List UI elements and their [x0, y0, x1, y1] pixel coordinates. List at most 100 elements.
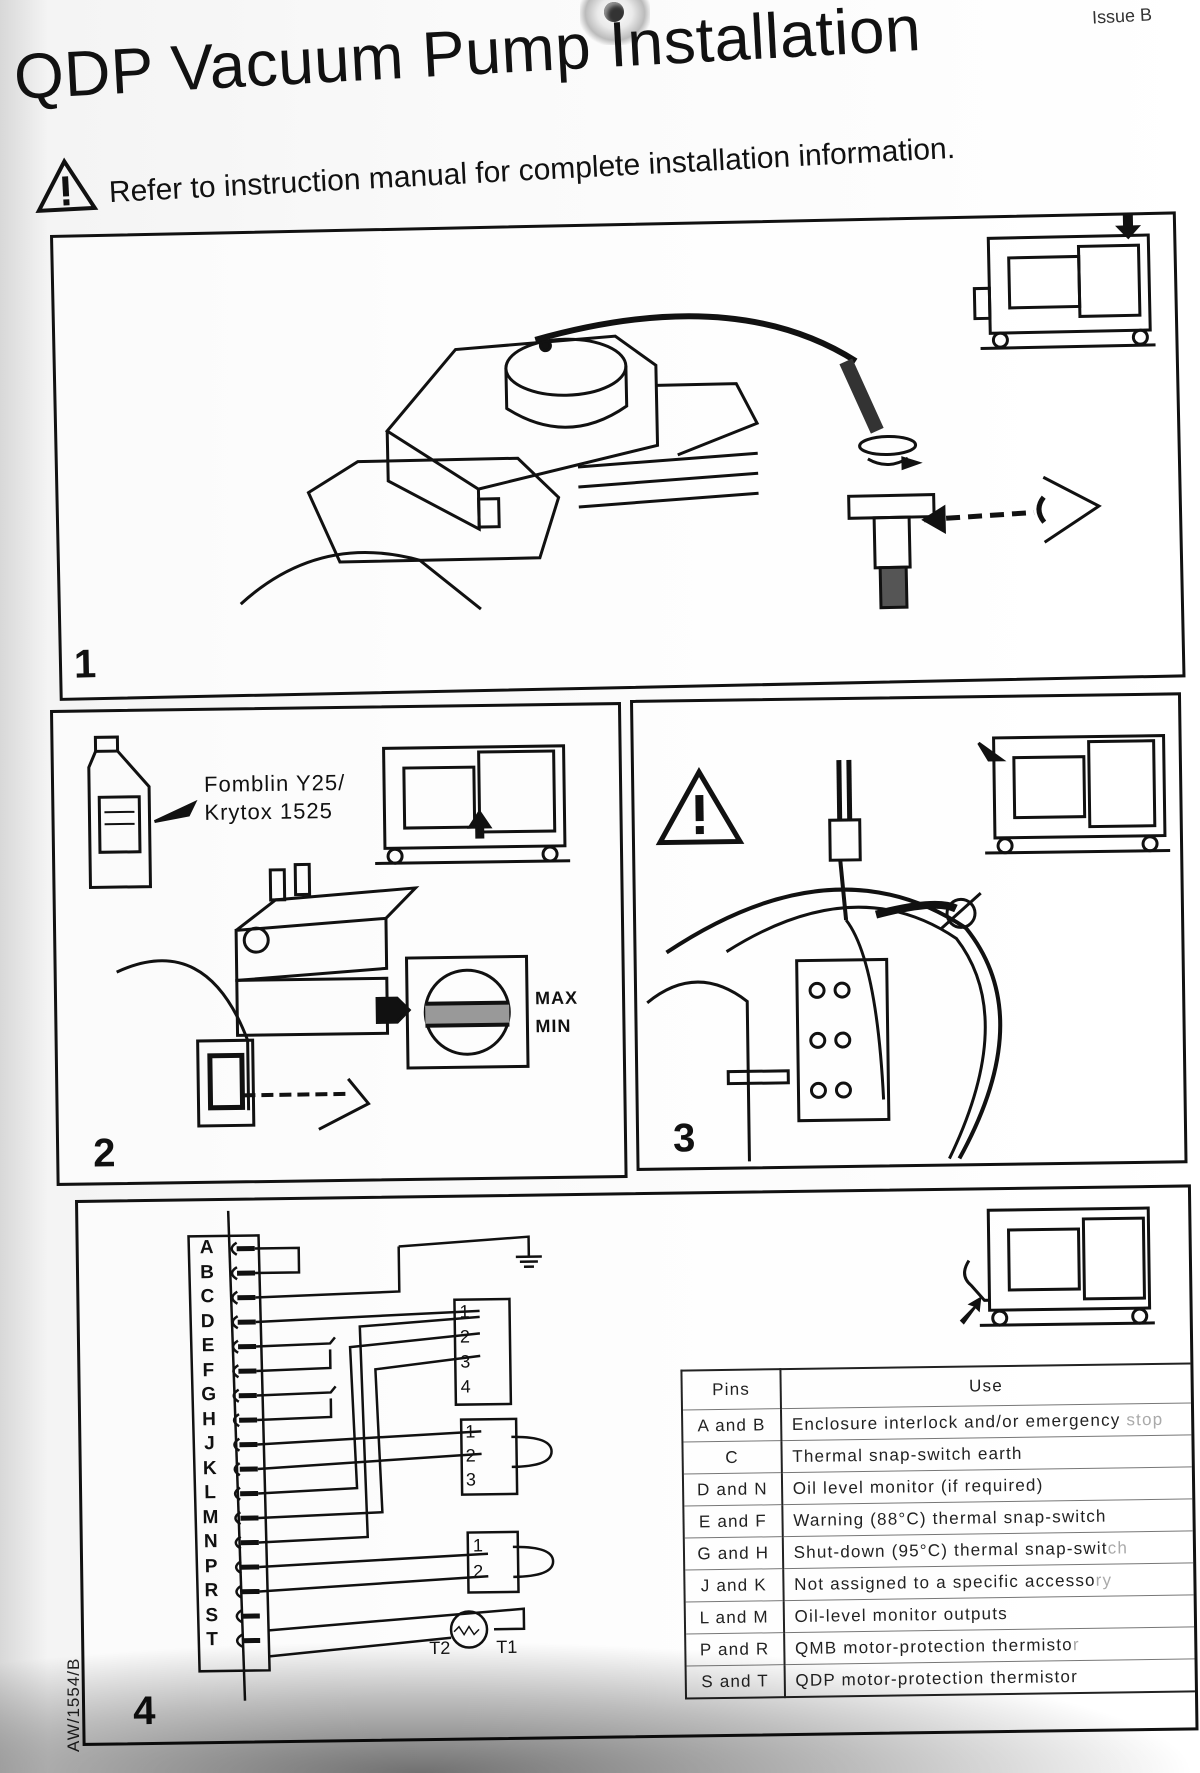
- wire: [256, 1385, 337, 1397]
- crossed-cable-icon: [940, 892, 982, 930]
- pin-cell: J and K: [684, 1568, 784, 1603]
- pump-cart-icon: [959, 1206, 1155, 1327]
- pin-cell: G and H: [683, 1536, 783, 1571]
- pin-cell: L and M: [684, 1600, 784, 1635]
- sight-glass-labels: MAX MIN: [535, 984, 579, 1041]
- warning-triangle-icon: [655, 767, 745, 846]
- panel-number: 1: [73, 642, 97, 687]
- terminal-socket: [233, 1486, 241, 1501]
- terminal-socket: [230, 1266, 238, 1281]
- relay-terminal-number: 1: [459, 1301, 470, 1322]
- relay-terminal-number: 4: [460, 1376, 471, 1397]
- pin-cell: P and R: [685, 1632, 785, 1667]
- oil-bottle-icon: [87, 735, 152, 889]
- pin-cell: S and T: [685, 1664, 785, 1699]
- warning-triangle-icon: [33, 157, 99, 214]
- use-text: Thermal snap-switch earth: [792, 1443, 1023, 1466]
- wire: [255, 1246, 401, 1299]
- pin-usage-table: Pins Use A and B Enclosure interlock and/…: [680, 1362, 1195, 1699]
- pin-cell: A and B: [681, 1408, 782, 1443]
- terminal-pin-label: C: [200, 1286, 215, 1308]
- relay-terminal-number: 1: [465, 1421, 476, 1442]
- terminal-pin-label: T: [206, 1629, 219, 1651]
- use-column-header: Use: [780, 1363, 1191, 1409]
- table-row: S and T QDP motor-protection thermistor: [685, 1658, 1195, 1699]
- use-text: Oil-level monitor outputs: [794, 1603, 1009, 1626]
- pins-column-header: Pins: [681, 1369, 781, 1411]
- subtitle-row: Refer to instruction manual for complete…: [33, 112, 956, 214]
- terminal-socket: [232, 1413, 240, 1428]
- use-text: QMB motor-protection thermisto: [794, 1634, 1073, 1658]
- terminal-socket: [231, 1290, 239, 1305]
- arrow-icon: [959, 1296, 982, 1325]
- use-text-faded: ch: [1107, 1537, 1129, 1558]
- terminal-socket: [231, 1315, 239, 1330]
- document-code: AW/1554/B: [64, 1657, 83, 1752]
- oil-type-label: Fomblin Y25/ Krytox 1525: [204, 769, 346, 827]
- relay-terminal-number: 2: [459, 1326, 471, 1347]
- terminal-socket: [232, 1388, 240, 1403]
- terminal-socket: [230, 1241, 238, 1256]
- terminal-socket: [235, 1609, 243, 1624]
- terminal-pin-label: G: [201, 1384, 217, 1406]
- max-label: MAX: [534, 987, 579, 1009]
- panel-number: 2: [92, 1131, 116, 1176]
- wire: [259, 1552, 489, 1569]
- terminal-pin-label: R: [204, 1580, 219, 1602]
- terminal-pin-label: M: [202, 1506, 219, 1528]
- relay-terminal-number: 2: [465, 1445, 476, 1466]
- terminal-pin-label: H: [202, 1408, 217, 1430]
- panel-3: 3: [630, 692, 1188, 1171]
- oil-label-line1: Fomblin Y25/: [203, 769, 346, 797]
- sight-glass-icon: [404, 954, 530, 1070]
- terminal-pin-label: F: [202, 1359, 215, 1381]
- thermistor-label-t2: T2: [429, 1637, 451, 1659]
- pin-cell: E and F: [683, 1504, 783, 1539]
- panel-2: Fomblin Y25/ Krytox 1525 MAX MIN 2: [50, 702, 628, 1186]
- terminal-pin-label: N: [203, 1531, 218, 1553]
- wiring-diagram: [187, 1210, 555, 1701]
- use-text: QDP motor-protection thermistor: [795, 1666, 1079, 1690]
- relay-terminal-number: 3: [460, 1351, 471, 1372]
- title-block: QDP Vacuum Pump Installation: [12, 0, 1064, 114]
- page-title: QDP Vacuum Pump Installation: [12, 0, 923, 114]
- terminal-pin-label: A: [199, 1237, 214, 1259]
- use-text: Oil level monitor (if required): [792, 1475, 1044, 1498]
- terminal-socket: [234, 1511, 242, 1526]
- oil-label-line2: Krytox 1525: [204, 798, 334, 825]
- terminal-pin-label: K: [202, 1457, 217, 1479]
- use-text: Warning (88°C) thermal snap-switch: [793, 1506, 1107, 1530]
- wire: [257, 1398, 333, 1422]
- panel-number: 4: [132, 1688, 156, 1734]
- terminal-socket: [235, 1584, 243, 1599]
- mounting-rivet: [580, 0, 650, 45]
- electrical-connection-illustration: [646, 734, 1171, 1162]
- terminal-socket: [233, 1462, 241, 1477]
- terminal-pin-label: E: [201, 1335, 215, 1357]
- use-text-faded: r: [1072, 1634, 1080, 1654]
- wire: [255, 1309, 480, 1324]
- wire: [257, 1452, 482, 1471]
- use-text: Enclosure interlock and/or emergency: [791, 1409, 1121, 1434]
- terminal-pin-label: D: [200, 1310, 215, 1332]
- wire: [256, 1349, 332, 1373]
- wire: [257, 1430, 482, 1446]
- relay-terminal-number: 2: [473, 1561, 484, 1582]
- terminal-socket: [231, 1339, 239, 1354]
- terminal-socket: [233, 1437, 241, 1452]
- panel-number: 3: [672, 1116, 696, 1161]
- terminal-pin-label: S: [205, 1604, 219, 1626]
- pump-exhaust-illustration: [239, 213, 1156, 611]
- terminal-block-icon: [795, 957, 891, 1123]
- wire: [258, 1332, 481, 1495]
- wire: [258, 1354, 481, 1520]
- pin-cell: C: [682, 1440, 782, 1475]
- terminal-socket: [234, 1560, 242, 1575]
- wire: [258, 1315, 480, 1544]
- pin-cell: D and N: [682, 1472, 783, 1507]
- oil-fill-illustration: [87, 735, 571, 1131]
- down-arrow-icon: [1115, 213, 1142, 240]
- terminal-pin-label: B: [199, 1261, 215, 1283]
